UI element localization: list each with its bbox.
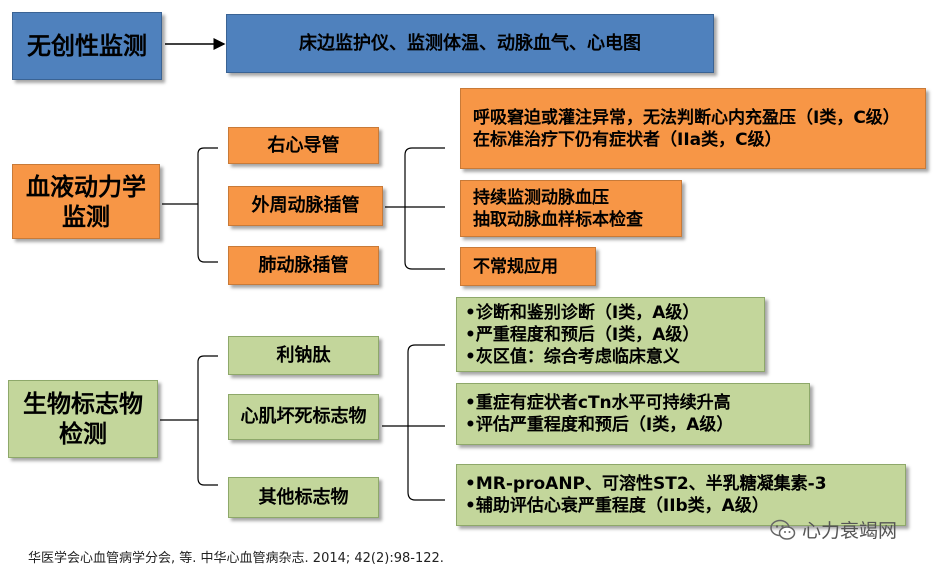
biomarker-item-other: 其他标志物	[228, 477, 379, 518]
biomarker-title: 生物标志物检测	[23, 390, 143, 448]
biomarker-item-label: 其他标志物	[258, 486, 349, 508]
biomarker-detail-line: •诊断和鉴别诊断（I类，A级）	[465, 302, 700, 323]
biomarker-item-label: 利钠肽	[276, 344, 331, 366]
hemodynamic-item-label: 肺动脉插管	[258, 254, 349, 276]
biomarker-item-label: 心肌坏死标志物	[240, 406, 367, 427]
hemodynamic-detail-line: 不常规应用	[473, 256, 558, 277]
biomarker-detail-line: •严重程度和预后（I类，A级）	[465, 324, 700, 345]
watermark: 心力衰竭网	[770, 516, 897, 543]
biomarker-detail-box-2: •重症有症状者cTn水平可持续升高 •评估严重程度和预后（I类，A级）	[456, 383, 810, 445]
biomarker-detail-line: •重症有症状者cTn水平可持续升高	[465, 393, 731, 413]
hemodynamic-detail-box-2: 持续监测动脉血压 抽取动脉血样标本检查	[460, 180, 682, 237]
hemodynamic-detail-line: 持续监测动脉血压	[473, 187, 609, 208]
biomarker-detail-box-3: •MR-proANP、可溶性ST2、半乳糖凝集素-3 •辅助评估心衰严重程度（I…	[456, 464, 906, 526]
hemodynamic-detail-box-3: 不常规应用	[460, 247, 596, 286]
hemodynamic-item-label: 外周动脉插管	[251, 195, 360, 216]
noninvasive-detail-box: 床边监护仪、监测体温、动脉血气、心电图	[226, 14, 714, 73]
biomarker-detail-line: •辅助评估心衰严重程度（IIb类，A级）	[465, 496, 769, 516]
hemodynamic-detail-line: 在标准治疗下仍有症状者（IIa类，C级）	[473, 129, 782, 150]
noninvasive-title-box: 无创性监测	[12, 12, 162, 80]
hemodynamic-detail-line: 抽取动脉血样标本检查	[473, 209, 643, 230]
biomarker-detail-box-1: •诊断和鉴别诊断（I类，A级） •严重程度和预后（I类，A级） •灰区值：综合考…	[456, 297, 765, 372]
hemodynamic-detail-box-1: 呼吸窘迫或灌注异常，无法判断心内充盈压（I类，C级） 在标准治疗下仍有症状者（I…	[460, 88, 926, 169]
bracket-hemodynamic-details	[404, 147, 445, 270]
citation: 华医学会心血管病学分会, 等. 中华心血管病杂志. 2014; 42(2):98…	[28, 551, 444, 566]
watermark-text: 心力衰竭网	[802, 520, 898, 542]
biomarker-detail-line: •评估严重程度和预后（I类，A级）	[465, 415, 734, 435]
noninvasive-detail: 床边监护仪、监测体温、动脉血气、心电图	[299, 32, 641, 54]
biomarker-detail-line: •灰区值：综合考虑临床意义	[465, 346, 680, 367]
biomarker-item-myocardial-necrosis: 心肌坏死标志物	[228, 394, 379, 440]
hemodynamic-detail-line: 呼吸窘迫或灌注异常，无法判断心内充盈压（I类，C级）	[473, 107, 900, 128]
hemodynamic-title-box: 血液动力学监测	[12, 164, 160, 239]
wechat-icon	[770, 519, 796, 541]
bracket-hemodynamic	[197, 147, 218, 263]
bracket-biomarker	[197, 355, 218, 486]
hemodynamic-item-pulmonary-artery: 肺动脉插管	[228, 246, 379, 285]
bracket-biomarker-details	[407, 344, 445, 501]
hemodynamic-item-peripheral-artery: 外周动脉插管	[228, 186, 383, 226]
biomarker-detail-line: •MR-proANP、可溶性ST2、半乳糖凝集素-3	[465, 474, 827, 494]
biomarker-item-natriuretic-peptide: 利钠肽	[228, 336, 379, 375]
hemodynamic-item-right-heart-catheter: 右心导管	[228, 127, 379, 164]
hemodynamic-item-label: 右心导管	[267, 134, 340, 156]
noninvasive-title: 无创性监测	[27, 32, 147, 60]
biomarker-title-box: 生物标志物检测	[8, 380, 158, 458]
hemodynamic-title: 血液动力学监测	[26, 172, 146, 231]
